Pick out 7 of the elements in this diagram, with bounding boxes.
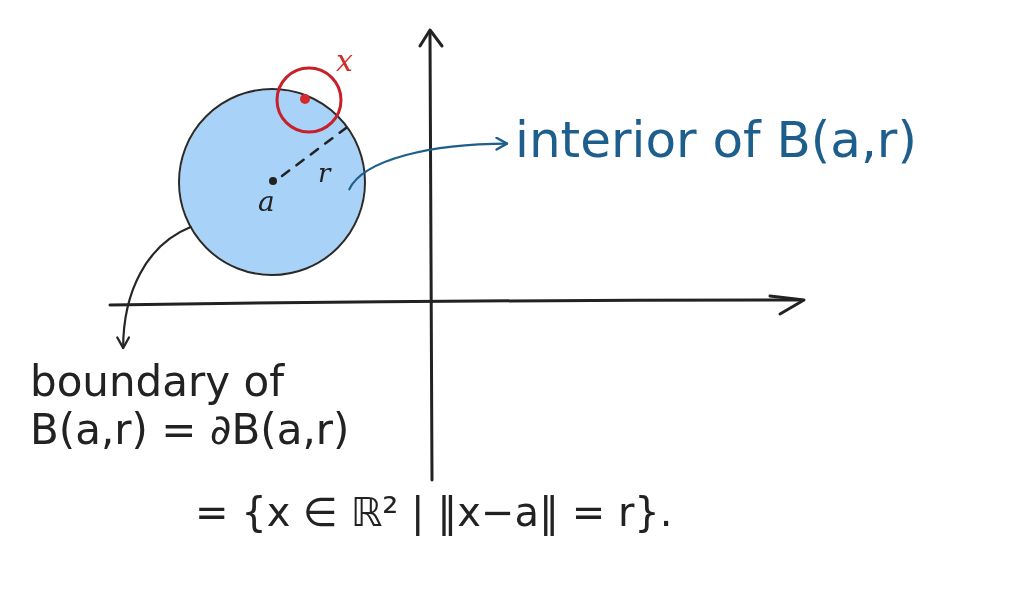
point-label: x — [336, 46, 353, 76]
leader-line — [348, 136, 509, 191]
leader-line — [116, 226, 192, 350]
radius-label: r — [318, 160, 331, 186]
annotation-text: boundary of B(a,r) = ∂B(a,r) — [30, 358, 375, 455]
center-label: a — [258, 188, 275, 216]
annotation-text: interior of B(a,r) — [515, 112, 985, 170]
